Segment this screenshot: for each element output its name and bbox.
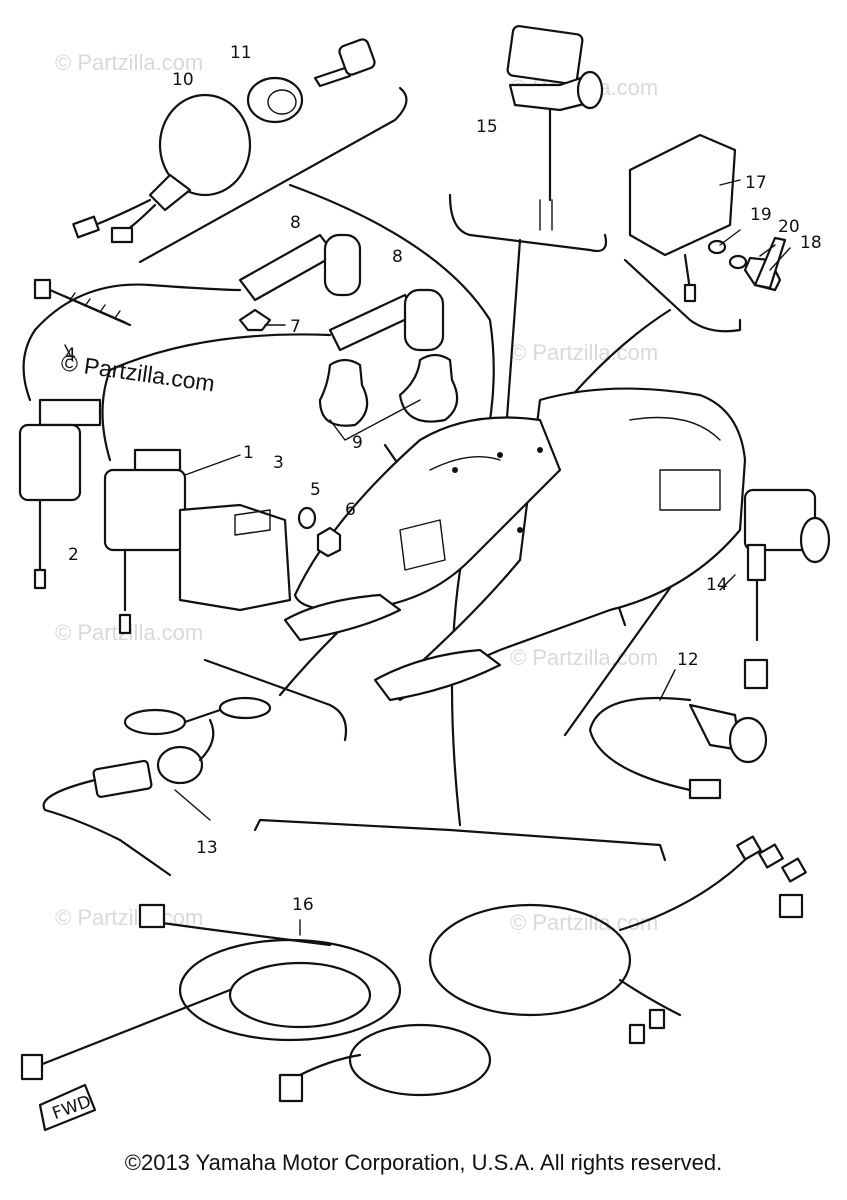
watermark: © Partzilla.com	[55, 50, 203, 75]
bracket-top-center	[448, 193, 608, 253]
callout-2: 2	[68, 545, 79, 565]
snowmobile-illustration	[283, 387, 747, 702]
callout-7: 7	[290, 317, 301, 337]
copyright-footer: ©2013 Yamaha Motor Corporation, U.S.A. A…	[124, 1150, 723, 1175]
part-14-handlebar-switch	[743, 488, 831, 690]
mount-dot	[452, 467, 458, 473]
bracket-bottom	[253, 818, 667, 862]
callout-11: 11	[230, 43, 252, 63]
part-20-washer	[728, 254, 748, 270]
part-8-plug-caps	[33, 233, 445, 372]
seat-line	[629, 416, 721, 441]
callout-14: 14	[706, 575, 728, 595]
callout-20: 20	[778, 217, 800, 237]
mount-dot	[537, 447, 543, 453]
callout-15: 15	[476, 117, 498, 137]
part-11-switch-cap	[246, 76, 304, 124]
part-1-ignition-coil	[101, 368, 187, 635]
watermark-main: © Partzilla.com	[59, 349, 216, 396]
part-6-nut	[316, 526, 342, 558]
bracket-mid-left	[203, 658, 348, 742]
console-panel	[399, 519, 446, 571]
callout-18: 18	[800, 233, 822, 253]
callout-numbers: 1 2 3 4 5 6 7 8 8 9 10 11 12 13 14 15 16…	[65, 43, 822, 915]
mount-dot	[497, 452, 503, 458]
part-10-main-switch	[72, 93, 252, 244]
exploded-view-svg: © Partzilla.com © Partzilla.com © Partzi…	[18, 25, 831, 1132]
hood	[293, 416, 562, 612]
callout-10: 10	[172, 70, 194, 90]
watermark: © Partzilla.com	[510, 645, 658, 670]
callout-3: 3	[273, 453, 284, 473]
callout-9: 9	[352, 433, 363, 453]
callout-1: 1	[243, 443, 254, 463]
windshield-line	[429, 455, 501, 471]
callout-19: 19	[750, 205, 772, 225]
watermark: © Partzilla.com	[510, 340, 658, 365]
callout-5: 5	[310, 480, 321, 500]
callout-17: 17	[745, 173, 767, 193]
leader-switch-15	[503, 238, 522, 447]
part-13-sensor-switch	[42, 696, 272, 877]
parts-diagram: © Partzilla.com © Partzilla.com © Partzi…	[18, 25, 831, 1132]
left-ski	[283, 593, 402, 642]
callout-8a: 8	[290, 213, 301, 233]
right-ski	[373, 648, 502, 702]
callout-6: 6	[345, 500, 356, 520]
bracket-top-left	[138, 86, 408, 264]
part-2-ignition-coil	[18, 328, 102, 590]
callout-4: 4	[65, 345, 76, 365]
part-9-rubber-boots	[318, 353, 459, 427]
callout-leaders	[64, 179, 791, 936]
seat-body	[388, 387, 747, 702]
bracket-top-right	[623, 258, 742, 333]
part-16-wire-harness	[20, 835, 807, 1103]
part-15-switch	[506, 25, 604, 231]
part-18-bolt	[743, 236, 787, 292]
key-drawing	[313, 38, 376, 88]
part-3-bracket	[178, 503, 292, 612]
callout-12: 12	[677, 650, 699, 670]
part-4-bolt	[33, 278, 132, 327]
part-5-washer	[297, 506, 317, 530]
callout-16: 16	[292, 895, 314, 915]
part-17-regulator	[628, 133, 737, 303]
part-12-throttle-switch	[588, 696, 768, 800]
callout-8b: 8	[392, 247, 403, 267]
fwd-direction-tag: FWD	[38, 1083, 97, 1132]
callout-13: 13	[196, 838, 218, 858]
part-7-clamp	[238, 308, 272, 332]
taillight	[659, 469, 721, 511]
mount-dot	[517, 527, 523, 533]
